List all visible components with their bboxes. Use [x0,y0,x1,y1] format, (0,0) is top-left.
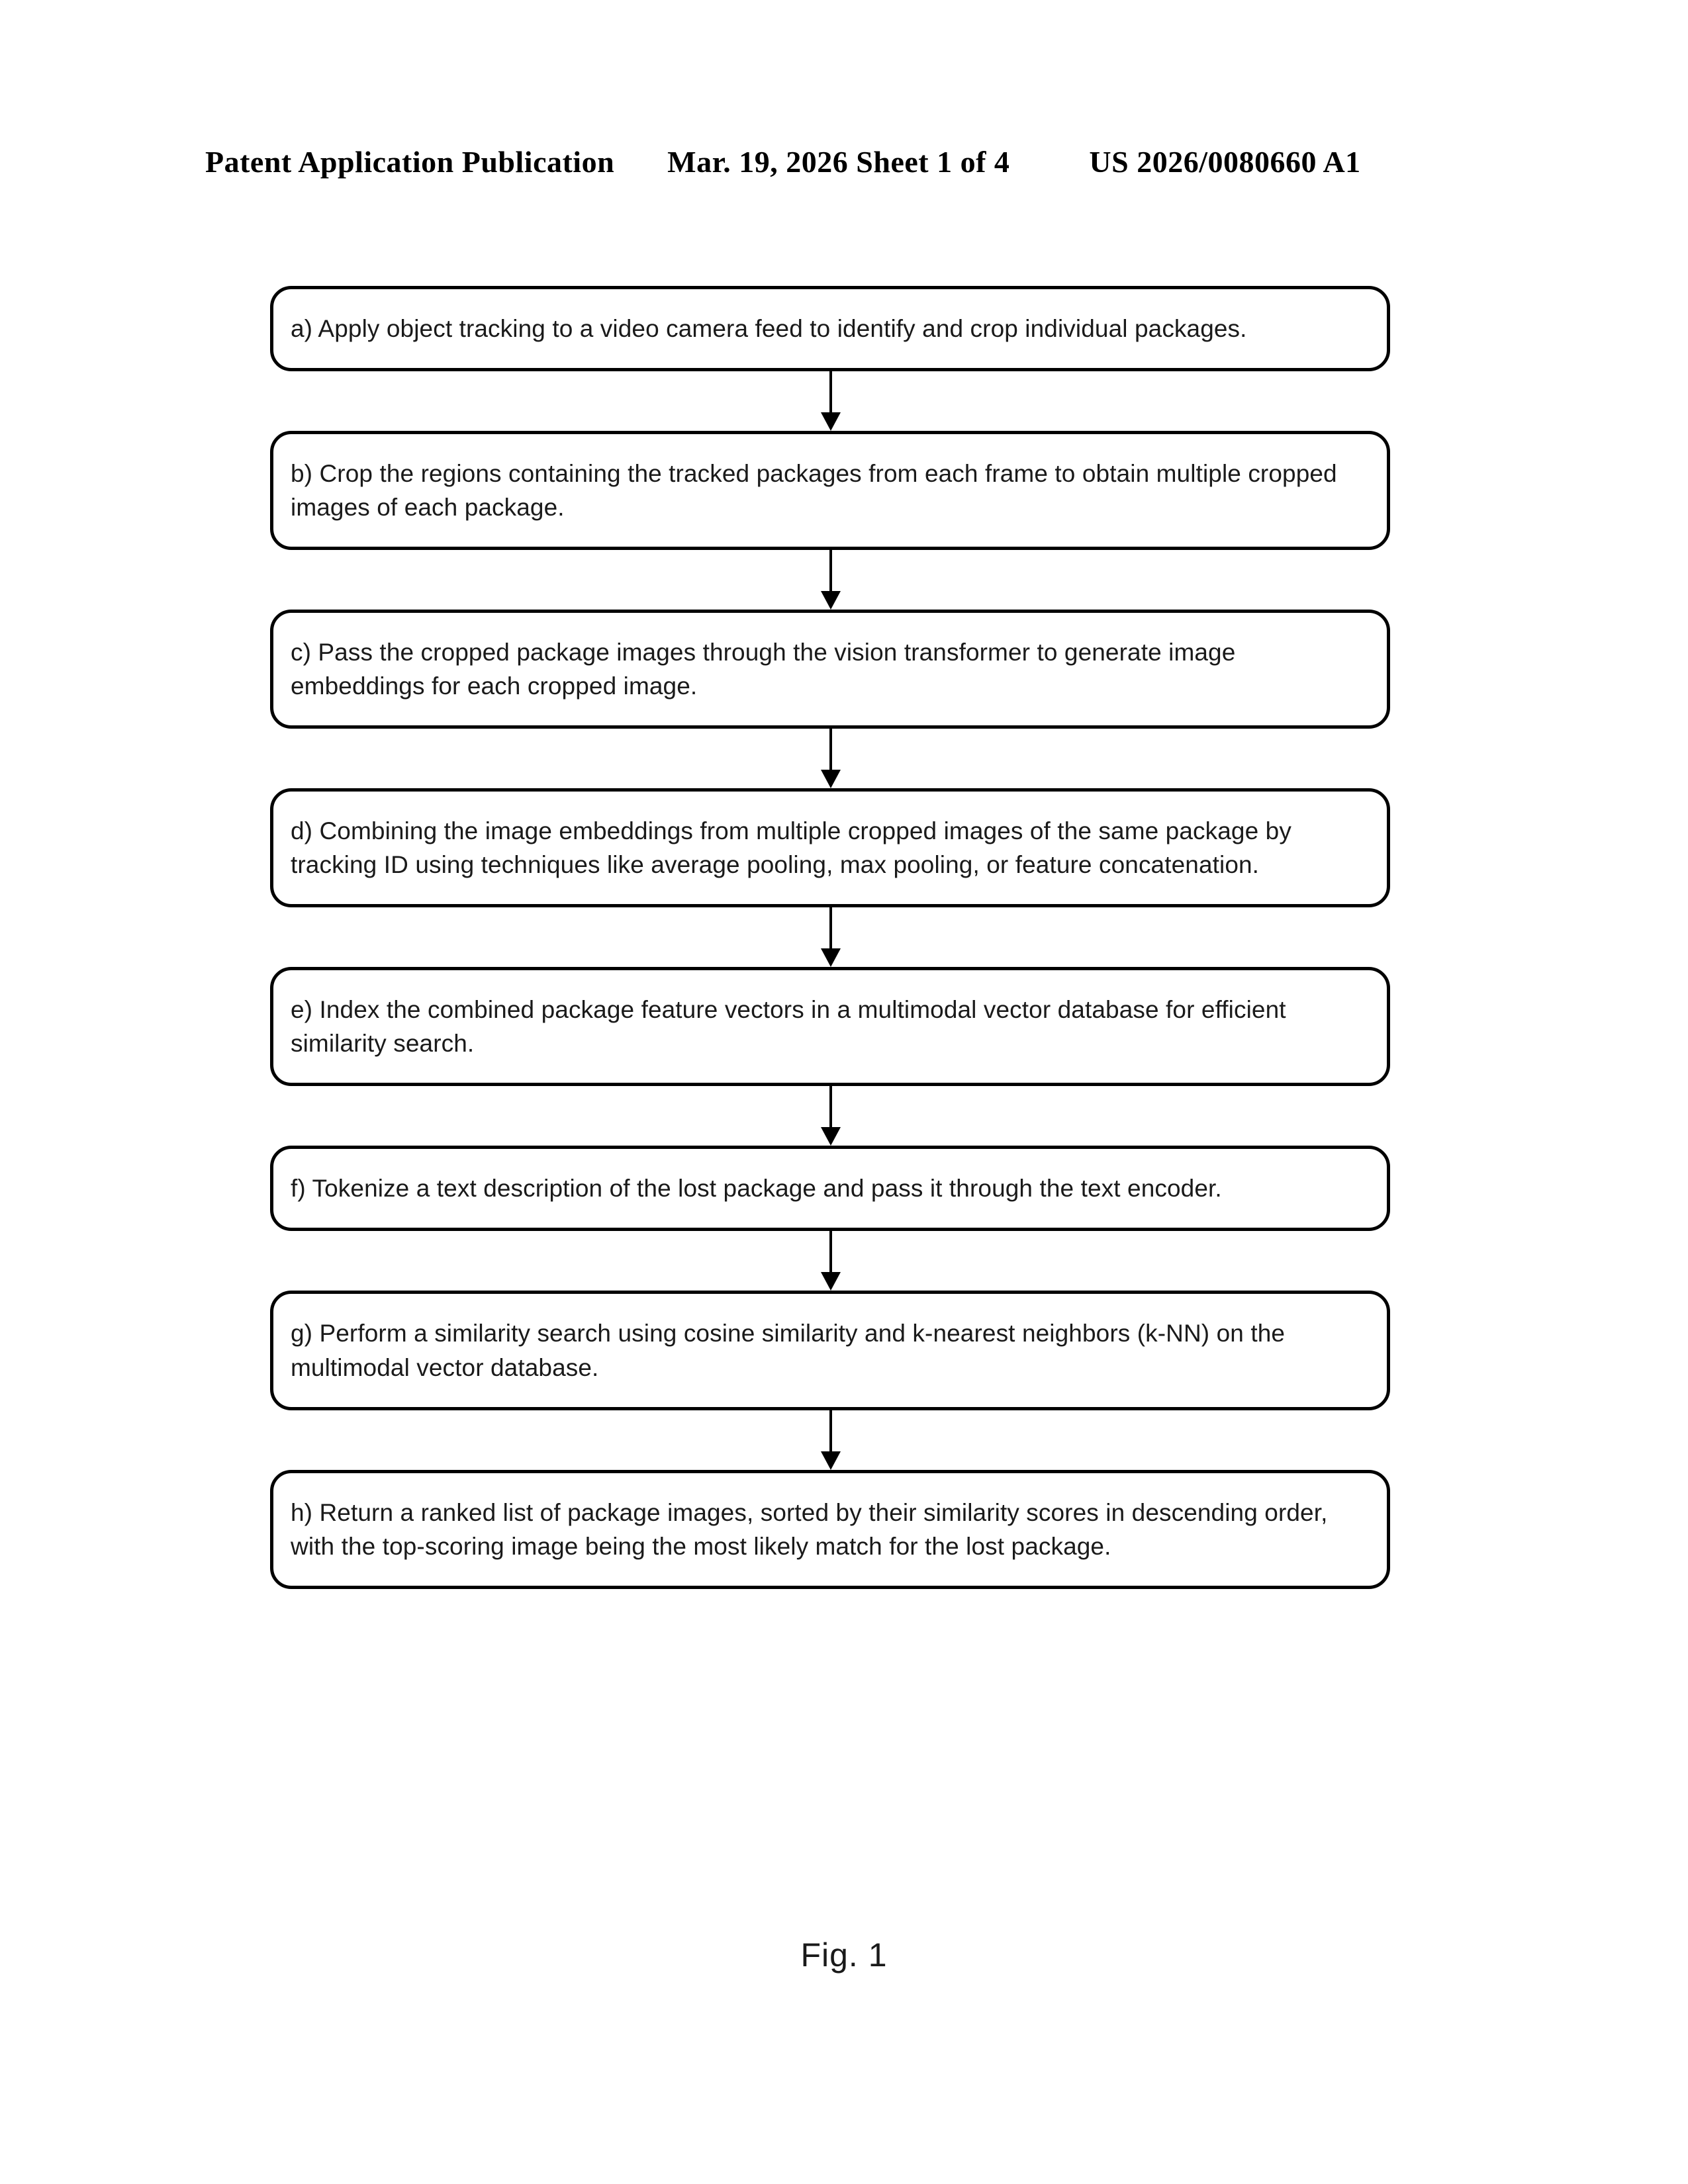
arrow-shaft-icon [829,1231,832,1278]
header-date-sheet: Mar. 19, 2026 Sheet 1 of 4 [667,145,1010,179]
flow-step-c: c) Pass the cropped package images throu… [270,610,1390,729]
connector-c-d [270,729,1390,789]
flow-step-e-text: e) Index the combined package feature ve… [291,996,1286,1058]
connector-g-h [270,1410,1390,1470]
flow-step-d-text: d) Combining the image embeddings from m… [291,817,1291,879]
flow-step-h: h) Return a ranked list of package image… [270,1469,1390,1589]
flow-step-h-text: h) Return a ranked list of package image… [291,1498,1328,1560]
arrow-shaft-icon [829,1086,832,1133]
flow-step-d: d) Combining the image embeddings from m… [270,788,1390,908]
flow-step-g-text: g) Perform a similarity search using cos… [291,1320,1286,1381]
flow-step-c-text: c) Pass the cropped package images throu… [291,639,1236,700]
flow-step-f: f) Tokenize a text description of the lo… [270,1146,1390,1232]
arrow-head-icon [821,1451,841,1470]
arrow-shaft-icon [829,1410,832,1457]
flow-step-f-text: f) Tokenize a text description of the lo… [291,1175,1222,1203]
flowchart: a) Apply object tracking to a video came… [270,286,1390,1589]
arrow-shaft-icon [829,371,832,418]
arrow-head-icon [821,591,841,610]
arrow-head-icon [821,1127,841,1146]
connector-f-g [270,1231,1390,1291]
arrow-head-icon [821,412,841,432]
connector-d-e [270,907,1390,968]
arrow-head-icon [821,1272,841,1291]
arrow-shaft-icon [829,729,832,776]
connector-a-b [270,371,1390,432]
arrow-head-icon [821,770,841,789]
flow-step-a: a) Apply object tracking to a video came… [270,286,1390,372]
connector-b-c [270,550,1390,610]
flow-step-b: b) Crop the regions containing the track… [270,431,1390,551]
figure-caption: Fig. 1 [800,1936,888,1974]
flow-step-g: g) Perform a similarity search using cos… [270,1291,1390,1410]
flow-step-e: e) Index the combined package feature ve… [270,967,1390,1087]
flow-step-a-text: a) Apply object tracking to a video came… [291,315,1247,342]
header-publication-label: Patent Application Publication [205,145,615,179]
arrow-shaft-icon [829,550,832,597]
page-header: Patent Application Publication Mar. 19, … [205,144,1483,181]
header-publication-number: US 2026/0080660 A1 [1089,145,1361,179]
arrow-head-icon [821,948,841,968]
flow-step-b-text: b) Crop the regions containing the track… [291,460,1337,522]
arrow-shaft-icon [829,907,832,954]
connector-e-f [270,1086,1390,1146]
